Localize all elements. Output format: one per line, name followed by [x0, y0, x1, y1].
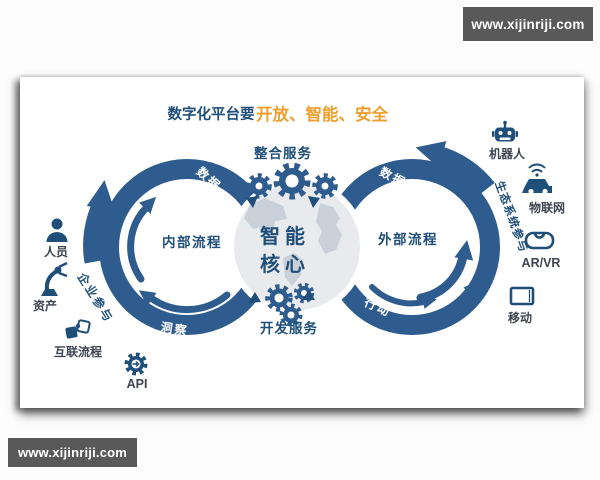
- tablet-icon: [509, 286, 535, 306]
- vr-goggles-icon: [524, 231, 555, 250]
- watermark-text: www.xijinriji.com: [471, 16, 585, 32]
- flow-triangle-bottom-left: [248, 292, 261, 303]
- right-item-label-robot: 机器人: [489, 146, 526, 161]
- flow-triangle-top-right: [308, 196, 320, 208]
- watermark-bottom-left: www.xijinriji.com: [8, 438, 137, 467]
- robot-arm-icon: [41, 261, 68, 296]
- watermark-text: www.xijinriji.com: [17, 445, 128, 460]
- flow-triangle-bottom-right: [302, 290, 315, 300]
- right-item-label-iot: 物联网: [529, 200, 565, 215]
- left-loop-outer-arrow: [83, 180, 115, 264]
- right-item-label-mobile: 移动: [508, 310, 532, 325]
- left-item-label-api: API: [127, 377, 148, 391]
- right-loop-inner-arrow-right: [369, 284, 437, 309]
- globe-continents: [244, 184, 342, 286]
- integration-gears-icon: [246, 162, 338, 200]
- external-process-label: 外部流程: [378, 231, 438, 247]
- left-item-label-personnel: 人员: [44, 244, 68, 259]
- development-services-label: 开发服务: [260, 320, 318, 336]
- core-label-line1: 智能: [260, 224, 310, 248]
- left-loop-inner-arrow-up: [127, 196, 157, 283]
- left-item-label-interconnected-process: 互联流程: [54, 344, 102, 359]
- right-loop-inner-arrow-thin: [394, 280, 478, 322]
- left-loop-inner-arrow-left: [138, 290, 231, 314]
- flow-triangle-top-left: [246, 196, 258, 208]
- integration-services-label: 整合服务: [254, 145, 312, 161]
- title-prefix: 数字化平台要: [168, 105, 255, 123]
- robot-icon: [492, 120, 518, 142]
- person-icon: [46, 218, 68, 242]
- puzzle-icon: [65, 319, 91, 339]
- right-loop-outer-arrow: [415, 141, 495, 194]
- left-item-label-assets: 资产: [33, 298, 57, 313]
- right-loop-inner-arrow-big: [416, 240, 474, 303]
- api-gear-icon: [124, 352, 148, 376]
- internal-process-label: 内部流程: [162, 234, 222, 250]
- core-label-line2: 核心: [260, 252, 310, 276]
- connected-car-icon: [522, 163, 552, 195]
- watermark-top-right: www.xijinriji.com: [463, 7, 593, 41]
- right-item-label-arvr: AR/VR: [522, 256, 561, 270]
- title-highlight: 开放、智能、安全: [256, 104, 389, 124]
- insight-label: 洞察: [160, 319, 190, 338]
